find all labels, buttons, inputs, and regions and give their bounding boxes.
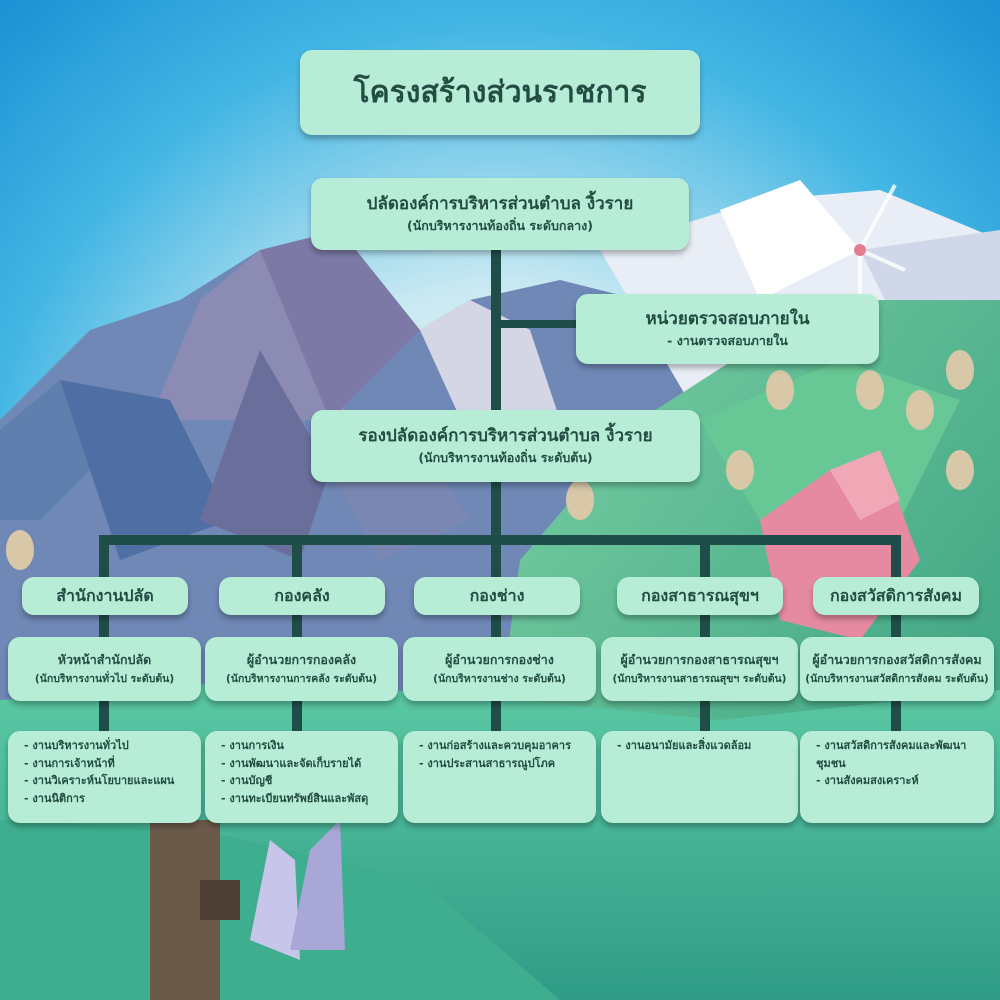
department-box: สำนักงานปลัด xyxy=(22,577,188,615)
chart-title-box: โครงสร้างส่วนราชการ xyxy=(300,50,700,135)
task-item: งานวิเคราะห์นโยบายและแผน xyxy=(24,772,193,790)
deputy-administrator-level: (นักบริหารงานท้องถิ่น ระดับต้น) xyxy=(418,450,593,465)
chief-administrator-box: ปลัดองค์การบริหารส่วนตำบล งิ้วราย (นักบร… xyxy=(311,178,689,250)
department-tasks-box: งานสวัสดิการสังคมและพัฒนาชุมชน งานสังคมส… xyxy=(800,731,994,823)
department-box: กองสาธารณสุขฯ xyxy=(617,577,783,615)
department-head-title: หัวหน้าสำนักปลัด xyxy=(57,652,152,667)
internal-audit-box: หน่วยตรวจสอบภายใน - งานตรวจสอบภายใน xyxy=(576,294,879,364)
department-head-level: (นักบริหารงานการคลัง ระดับต้น) xyxy=(226,673,377,685)
department-head-box: ผู้อำนวยการกองสาธารณสุขฯ (นักบริหารงานสา… xyxy=(601,637,798,701)
department-head-title: ผู้อำนวยการกองช่าง xyxy=(445,652,554,667)
task-item: งานอนามัยและสิ่งแวดล้อม xyxy=(617,737,790,755)
task-item: งานการเจ้าหน้าที่ xyxy=(24,755,193,773)
department-box: กองช่าง xyxy=(414,577,580,615)
department-box: กองคลัง xyxy=(219,577,385,615)
department-tasks-box: งานการเงิน งานพัฒนาและจัดเก็บรายได้ งานบ… xyxy=(205,731,398,823)
department-name: กองช่าง xyxy=(469,585,525,605)
department-head-title: ผู้อำนวยการกองสาธารณสุขฯ xyxy=(620,652,779,667)
connector-audit xyxy=(496,320,576,328)
department-tasks-box: งานบริหารงานทั่วไป งานการเจ้าหน้าที่ งาน… xyxy=(8,731,201,823)
department-tasks-box: งานก่อสร้างและควบคุมอาคาร งานประสานสาธาร… xyxy=(403,731,596,823)
department-head-level: (นักบริหารงานสาธารณสุขฯ ระดับต้น) xyxy=(612,673,787,685)
task-item: งานประสานสาธารณูปโภค xyxy=(419,755,588,773)
department-head-box: หัวหน้าสำนักปลัด (นักบริหารงานทั่วไป ระด… xyxy=(8,637,201,701)
department-head-box: ผู้อำนวยการกองคลัง (นักบริหารงานการคลัง … xyxy=(205,637,398,701)
task-item: งานพัฒนาและจัดเก็บรายได้ xyxy=(221,755,390,773)
department-name: กองสวัสดิการสังคม xyxy=(829,585,963,605)
department-head-level: (นักบริหารงานสวัสดิการสังคม ระดับต้น) xyxy=(805,673,989,685)
department-tasks-box: งานอนามัยและสิ่งแวดล้อม xyxy=(601,731,798,823)
task-item: งานสังคมสงเคราะห์ xyxy=(816,772,986,790)
department-head-title: ผู้อำนวยการกองสวัสดิการสังคม xyxy=(812,652,982,667)
chief-administrator-title: ปลัดองค์การบริหารส่วนตำบล งิ้วราย xyxy=(366,194,634,214)
department-head-title: ผู้อำนวยการกองคลัง xyxy=(246,652,357,667)
internal-audit-item: - งานตรวจสอบภายใน xyxy=(667,333,788,348)
task-item: งานก่อสร้างและควบคุมอาคาร xyxy=(419,737,588,755)
department-head-box: ผู้อำนวยการกองช่าง (นักบริหารงานช่าง ระด… xyxy=(403,637,596,701)
department-box: กองสวัสดิการสังคม xyxy=(813,577,979,615)
chief-administrator-level: (นักบริหารงานท้องถิ่น ระดับกลาง) xyxy=(407,218,593,233)
department-head-level: (นักบริหารงานทั่วไป ระดับต้น) xyxy=(34,673,175,685)
task-item: งานบริหารงานทั่วไป xyxy=(24,737,193,755)
task-item: งานทะเบียนทรัพย์สินและพัสดุ xyxy=(221,790,390,808)
connector-trunk xyxy=(491,248,501,540)
task-item: งานนิติการ xyxy=(24,790,193,808)
task-item: งานการเงิน xyxy=(221,737,390,755)
chart-title: โครงสร้างส่วนราชการ xyxy=(353,75,647,110)
deputy-administrator-title: รองปลัดองค์การบริหารส่วนตำบล งิ้วราย xyxy=(358,426,653,446)
department-name: สำนักงานปลัด xyxy=(56,585,154,605)
deputy-administrator-box: รองปลัดองค์การบริหารส่วนตำบล งิ้วราย (นั… xyxy=(311,410,700,482)
task-item: งานบัญชี xyxy=(221,772,390,790)
task-item: งานสวัสดิการสังคมและพัฒนาชุมชน xyxy=(816,737,986,772)
internal-audit-title: หน่วยตรวจสอบภายใน xyxy=(645,309,810,329)
department-head-level: (นักบริหารงานช่าง ระดับต้น) xyxy=(433,673,566,685)
department-name: กองคลัง xyxy=(274,585,330,605)
department-name: กองสาธารณสุขฯ xyxy=(641,585,759,605)
department-head-box: ผู้อำนวยการกองสวัสดิการสังคม (นักบริหารง… xyxy=(800,637,994,701)
